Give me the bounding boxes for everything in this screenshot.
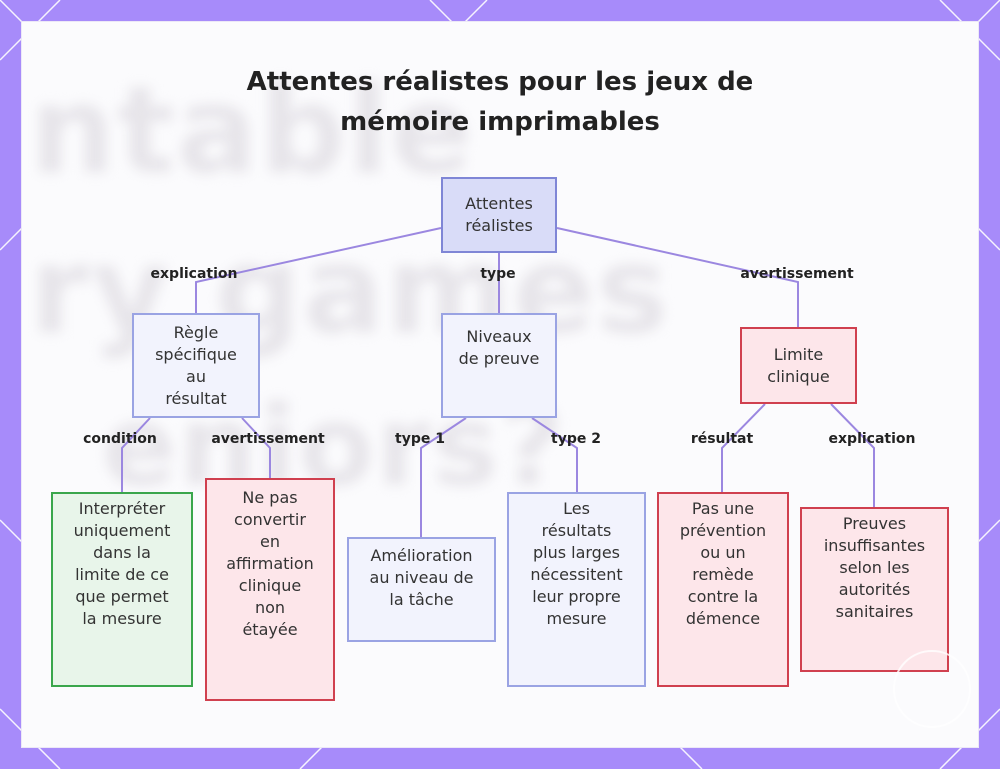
edge-label-avertissement: avertissement bbox=[740, 266, 854, 282]
node-preuves-insuffisantes: Preuves insuffisantes selon les autorité… bbox=[800, 507, 949, 672]
node-label: Amélioration au niveau de la tâche bbox=[369, 545, 474, 609]
node-niveaux-de-preuve: Niveaux de preuve bbox=[441, 313, 557, 418]
edge-limite-prevention bbox=[721, 403, 766, 492]
node-label: Les résultats plus larges nécessitent le… bbox=[530, 498, 623, 628]
node-pas-une-prevention: Pas une prévention ou un remède contre l… bbox=[657, 492, 789, 687]
title-line-2: mémoire imprimables bbox=[340, 107, 660, 137]
edge-limite-preuves bbox=[830, 403, 875, 507]
node-resultats-plus-larges: Les résultats plus larges nécessitent le… bbox=[507, 492, 646, 687]
node-label: Niveaux de preuve bbox=[458, 326, 540, 368]
edge-root-regle bbox=[195, 227, 442, 313]
edge-label-type: type bbox=[480, 266, 516, 282]
edge-label-condition: condition bbox=[83, 431, 157, 447]
node-amelioration: Amélioration au niveau de la tâche bbox=[347, 537, 496, 642]
edge-label-avertissement-2: avertissement bbox=[211, 431, 325, 447]
edge-label-resultat: résultat bbox=[690, 431, 754, 447]
edge-label-type-1: type 1 bbox=[395, 431, 445, 447]
node-label: Limite clinique bbox=[767, 344, 830, 386]
node-regle-specifique: Règle spécifique au résultat bbox=[132, 313, 260, 418]
edge-niveaux-resultats bbox=[531, 417, 578, 492]
node-label: Preuves insuffisantes selon les autorité… bbox=[823, 513, 926, 621]
node-label: Règle spécifique au résultat bbox=[155, 322, 237, 408]
node-label: Ne pas convertir en affirmation clinique… bbox=[226, 487, 314, 639]
edge-label-explication-2: explication bbox=[828, 431, 916, 447]
title-line-1: Attentes réalistes pour les jeux de bbox=[246, 67, 754, 97]
edge-label-type-2: type 2 bbox=[551, 431, 601, 447]
node-limite-clinique: Limite clinique bbox=[740, 327, 857, 404]
edge-label-explication: explication bbox=[150, 266, 238, 282]
node-interpreter: Interpréter uniquement dans la limite de… bbox=[51, 492, 193, 687]
edge-root-limite bbox=[556, 227, 799, 327]
corner-stamp bbox=[893, 650, 971, 728]
diagram-title: Attentes réalistes pour les jeux de mémo… bbox=[0, 62, 1000, 142]
node-label: Pas une prévention ou un remède contre l… bbox=[679, 498, 767, 628]
edge-niveaux-amelioration bbox=[420, 417, 467, 537]
node-label: Attentes réalistes bbox=[465, 194, 533, 235]
node-ne-pas-convertir: Ne pas convertir en affirmation clinique… bbox=[205, 478, 335, 701]
node-attentes-realistes: Attentes réalistes bbox=[441, 177, 557, 253]
node-label: Interpréter uniquement dans la limite de… bbox=[73, 498, 171, 628]
edge-regle-interpreter bbox=[121, 417, 151, 492]
edge-regle-convertir bbox=[241, 417, 271, 478]
